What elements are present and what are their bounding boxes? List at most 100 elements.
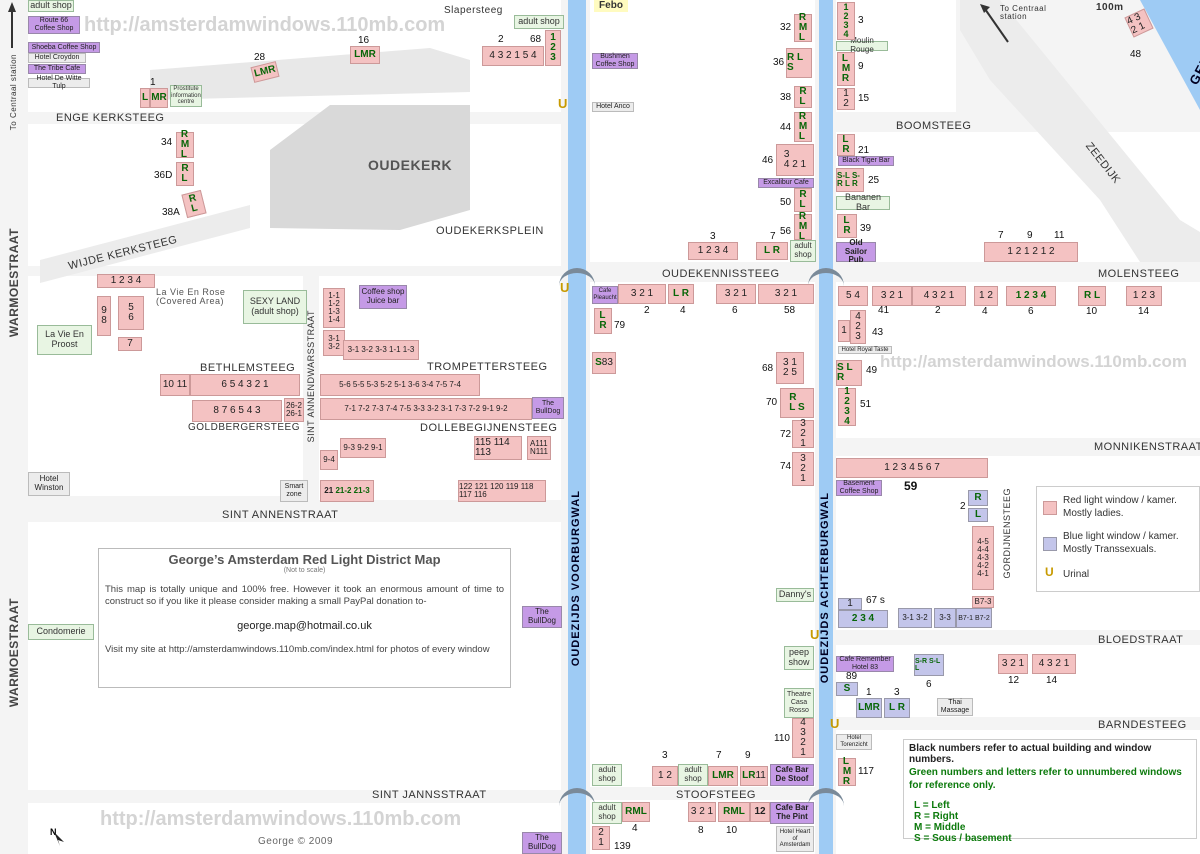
- watermark: http://amsterdamwindows.110mb.com: [100, 808, 462, 830]
- window: LMR: [856, 698, 882, 718]
- numbers-note: Black numbers refer to actual building a…: [903, 739, 1197, 844]
- building-number: 3: [662, 750, 668, 761]
- building-number: 15: [858, 93, 870, 104]
- window: R L S: [786, 48, 812, 78]
- place-tribe: The Tribe Cafe: [28, 64, 86, 74]
- window: L R: [884, 698, 910, 718]
- street-monnikenstraat: MONNIKENSTRAAT: [1094, 441, 1200, 453]
- building-number: 68: [530, 34, 542, 45]
- window: LR 11: [740, 766, 768, 786]
- legend-blue-text: Blue light window / kamer. Mostly Transs…: [1063, 531, 1179, 555]
- window: 4 3 2 1: [912, 286, 966, 306]
- window: 5 4: [838, 286, 868, 306]
- building-number: 50: [780, 197, 792, 208]
- block: [836, 0, 956, 112]
- building-number: 25: [868, 175, 880, 186]
- place-peep-show: peep show: [784, 646, 814, 670]
- place-cafe-bar-de-stoof: Cafe Bar De Stoof: [770, 764, 814, 786]
- place-the-bulldog: The BullDog: [532, 397, 564, 419]
- building-number: 79: [614, 320, 626, 331]
- building-number: 58: [784, 305, 796, 316]
- street-to-centraal-right: To Centraal station: [1000, 4, 1047, 21]
- building-number: 48: [1130, 49, 1142, 60]
- bridge: [559, 268, 595, 286]
- watermark: http://amsterdamwindows.110mb.com: [84, 14, 446, 36]
- place-dannys: Danny's: [776, 588, 814, 602]
- urinal-icon: U: [558, 96, 568, 111]
- place-cafe-pleaucht: Cafe Pleaucht: [592, 286, 618, 304]
- window: R L: [1078, 286, 1106, 306]
- place-shoeba: Shoeba Coffee Shop: [28, 42, 100, 53]
- place-prostitute-info: Prostitute information centre: [170, 85, 202, 107]
- street-slapersteeg: Slapersteeg: [444, 5, 503, 16]
- window: 1 2: [652, 766, 678, 786]
- place-old-sailor: Old Sailor Pub: [836, 238, 876, 264]
- window: RML: [622, 802, 650, 822]
- note-s: S = Sous / basement: [914, 833, 1012, 844]
- window: 3-1 3-2: [898, 608, 932, 628]
- window: 10 11: [160, 374, 190, 396]
- building-number: 10: [1086, 306, 1098, 317]
- building-number: 110: [774, 733, 790, 744]
- building-number: 2: [935, 305, 941, 316]
- place-bananen: Bananen Bar: [836, 192, 890, 212]
- street-boomsteeg: BOOMSTEEG: [896, 120, 972, 132]
- window: 1 2 3 4 5 6 7: [836, 458, 988, 478]
- building-number: 56: [780, 226, 792, 237]
- street-gordijnensteeg: GORDIJNENSTEEG: [1002, 488, 1012, 579]
- street-warmoesstraat: WARMOESTRAAT: [7, 228, 21, 338]
- place-hotel-royal-taste: Hotel Royal Taste: [838, 346, 892, 354]
- window: L R: [756, 242, 788, 260]
- street-oudekerksplein: OUDEKERKSPLEIN: [436, 225, 544, 237]
- building-number: 3: [858, 15, 864, 26]
- info-email[interactable]: george.map@hotmail.co.uk: [237, 619, 372, 632]
- window: 3 2 1: [688, 802, 716, 822]
- place-route66: Route 66 Coffee Shop: [28, 16, 80, 34]
- window: L: [140, 88, 150, 108]
- building-number: 9: [745, 750, 751, 761]
- canal-oudezijds-voorburgwal: [568, 0, 586, 854]
- building-number: 41: [878, 305, 890, 316]
- street-sint-annenstraat: SINT ANNENSTRAAT: [222, 509, 339, 521]
- window: R: [968, 490, 988, 506]
- place-hotel-croydon: Hotel Croydon: [28, 53, 86, 63]
- window: 1 2 3 4: [1006, 286, 1056, 306]
- building-number: 43: [872, 327, 884, 338]
- legend-urinal-icon: U: [1045, 565, 1054, 579]
- arrow-up-left-icon: [980, 4, 1010, 49]
- window: 1 2: [974, 286, 998, 306]
- window: L R: [668, 284, 694, 304]
- building-number: 36: [773, 57, 785, 68]
- street-bethlemsteeg: BETHLEMSTEEG: [200, 362, 296, 374]
- building-number: 28: [254, 52, 266, 63]
- urinal-icon: U: [560, 280, 570, 295]
- place-adult-shop: adult shop: [592, 802, 622, 824]
- place-excalibur: Excalibur Cafe: [758, 178, 814, 188]
- canal-label-voorburgwal: OUDEZIJDS VOORBURGWAL: [570, 490, 582, 667]
- window: 4 3 2 1 5 4: [482, 46, 544, 66]
- street-dollebegijnensteeg: DOLLEBEGIJNENSTEEG: [420, 422, 558, 434]
- window: 2 3 4: [838, 610, 888, 628]
- building-number: 67 s: [866, 595, 885, 606]
- building-number: 32: [780, 22, 792, 33]
- place-coffee-juice: Coffee shop Juice bar: [359, 285, 407, 309]
- building-number: 11: [1054, 230, 1065, 241]
- window: 4 3 2 1: [1032, 654, 1076, 674]
- info-text: This map is totally unique and 100% free…: [105, 584, 504, 607]
- street-bloedstraat: BLOEDSTRAAT: [1098, 634, 1184, 646]
- building-number: 68: [762, 363, 774, 374]
- note-line2: Green numbers and letters refer to unnum…: [909, 767, 1182, 791]
- window: 3 2 1: [758, 284, 814, 304]
